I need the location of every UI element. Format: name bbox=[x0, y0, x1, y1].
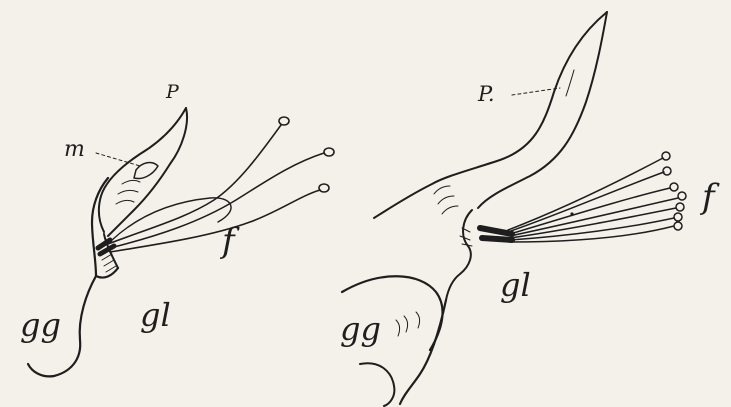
right-appendix-hatch bbox=[434, 70, 574, 214]
right-figure: P. f gg gl bbox=[340, 12, 720, 406]
right-gland-body bbox=[446, 210, 472, 300]
right-filament-tip-1 bbox=[662, 152, 670, 160]
left-label-gl: gl bbox=[140, 296, 171, 334]
left-appendix-inner-edge bbox=[108, 108, 187, 236]
right-filament-6 bbox=[510, 218, 674, 240]
right-filament-tip-5 bbox=[676, 203, 684, 211]
right-filament-tip-2 bbox=[663, 167, 671, 175]
right-genital-hook-gg bbox=[400, 300, 446, 404]
right-label-gl: gl bbox=[500, 266, 531, 304]
left-appendix-outline bbox=[99, 108, 186, 232]
right-filament-tip-3 bbox=[670, 183, 678, 191]
right-appendix-inner-edge bbox=[478, 12, 607, 208]
left-filament-tip-2 bbox=[324, 148, 334, 156]
right-genital-hatch bbox=[396, 312, 420, 336]
right-filament-tip-4 bbox=[678, 192, 686, 200]
left-figure: P m f gg gl bbox=[20, 81, 334, 376]
right-filament-tip-7 bbox=[674, 222, 682, 230]
left-gland-body bbox=[92, 178, 118, 278]
left-gland-hatch bbox=[102, 254, 116, 272]
right-filament-dot bbox=[570, 212, 573, 215]
left-muscle-hatch bbox=[116, 180, 140, 204]
right-label-p: P. bbox=[477, 82, 495, 106]
left-label-m: m bbox=[64, 137, 85, 162]
right-filament-tip-6 bbox=[674, 213, 682, 221]
right-filament-knot bbox=[480, 228, 512, 240]
left-filament-tip-1 bbox=[279, 117, 289, 125]
right-filament-2 bbox=[508, 172, 664, 232]
right-label-gg: gg bbox=[340, 310, 381, 348]
right-label-f: f bbox=[699, 177, 720, 217]
left-label-p: P bbox=[165, 81, 180, 103]
left-filament-1 bbox=[108, 125, 281, 244]
right-appendix-outline bbox=[374, 12, 607, 218]
left-filament-tip-3 bbox=[319, 184, 329, 192]
left-label-gg: gg bbox=[20, 306, 61, 344]
right-lower-curve bbox=[360, 363, 394, 406]
